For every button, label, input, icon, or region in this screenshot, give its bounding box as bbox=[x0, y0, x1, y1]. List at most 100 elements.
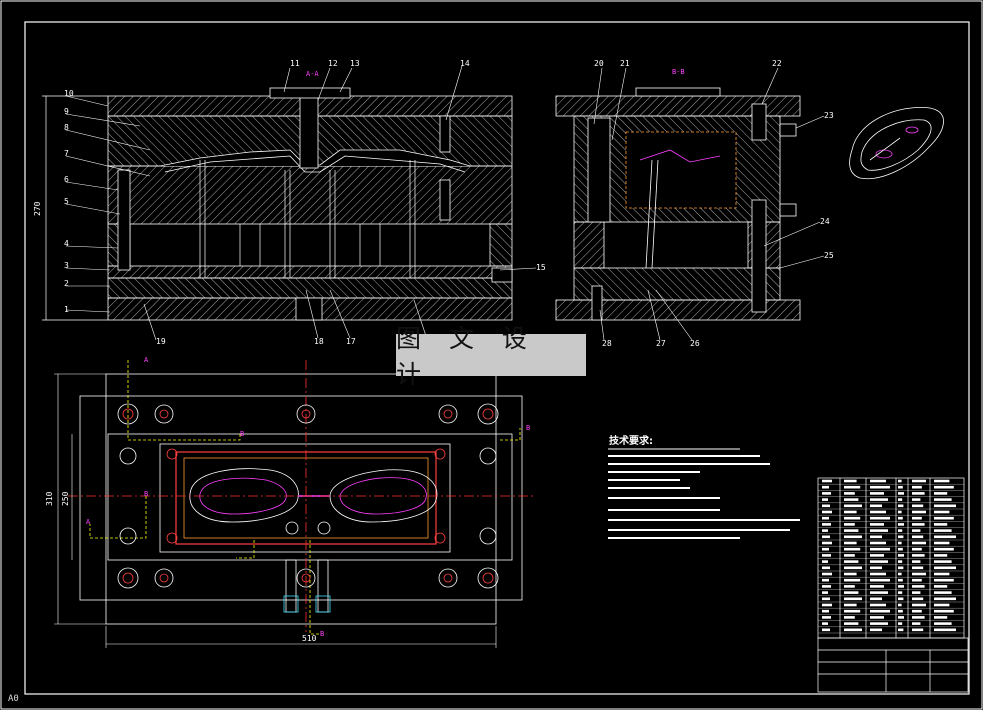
bom-cell-mark bbox=[898, 616, 904, 619]
bom-cell-mark bbox=[934, 498, 952, 501]
part-number-6: 6 bbox=[64, 175, 69, 184]
bom-cell-mark bbox=[844, 585, 855, 588]
bom-cell-mark bbox=[912, 485, 922, 489]
bom-cell-mark bbox=[822, 485, 829, 489]
part-number-10: 10 bbox=[64, 89, 74, 98]
bom-cell-mark bbox=[870, 510, 886, 514]
section-label-aa: A-A bbox=[306, 70, 319, 78]
part-number-23: 23 bbox=[824, 111, 834, 120]
bom-cell-mark bbox=[870, 492, 884, 495]
bom-cell-mark bbox=[912, 492, 925, 495]
bom-cell-mark bbox=[898, 585, 904, 588]
bom-cell-mark bbox=[934, 510, 950, 514]
bom-cell-mark bbox=[844, 578, 861, 582]
bom-cell-mark bbox=[898, 578, 903, 582]
bom-cell-mark bbox=[898, 529, 903, 532]
bom-cell-mark bbox=[870, 554, 884, 557]
part-number-20: 20 bbox=[594, 59, 604, 68]
bom-cell-mark bbox=[822, 516, 829, 520]
bom-cell-mark bbox=[822, 566, 830, 570]
part-number-3: 3 bbox=[64, 261, 69, 270]
watermark: 图 文 设 计 bbox=[396, 324, 586, 389]
title-block bbox=[817, 477, 969, 693]
bom-cell-mark bbox=[912, 572, 926, 576]
part-number-24: 24 bbox=[820, 217, 830, 226]
part-number-26: 26 bbox=[690, 339, 700, 348]
bom-cell-mark bbox=[912, 628, 924, 632]
cut-marker-a-left: A bbox=[86, 518, 91, 526]
bom-cell-mark bbox=[934, 523, 948, 526]
part-number-8: 8 bbox=[64, 123, 69, 132]
plan-inner-height-dimension: 250 bbox=[61, 491, 70, 506]
bom-cell-mark bbox=[844, 616, 855, 619]
bom-cell-mark bbox=[870, 597, 882, 601]
bom-cell-mark bbox=[844, 479, 857, 483]
bom-cell-mark bbox=[870, 622, 888, 625]
bom-cell-mark bbox=[898, 523, 904, 526]
bom-cell-mark bbox=[912, 566, 924, 570]
bom-cell-mark bbox=[822, 492, 831, 495]
bom-cell-mark bbox=[844, 498, 859, 501]
bom-cell-mark bbox=[844, 597, 862, 601]
front-height-dimension-text: 270 bbox=[33, 201, 42, 216]
bom-cell-mark bbox=[934, 603, 950, 607]
bom-cell-mark bbox=[822, 560, 828, 563]
part-number-9: 9 bbox=[64, 107, 69, 116]
bom-cell-mark bbox=[822, 498, 828, 501]
top-part-numbers: 11 12 13 14 bbox=[290, 59, 470, 68]
bom-cell-mark bbox=[822, 622, 828, 625]
bom-cell-mark bbox=[912, 541, 926, 545]
bom-cell-mark bbox=[934, 609, 954, 613]
bom-cell-mark bbox=[870, 585, 884, 588]
bom-cell-mark bbox=[912, 523, 925, 526]
part-number-4: 4 bbox=[64, 239, 69, 248]
bom-cell-mark bbox=[870, 566, 882, 570]
bom-cell-marks bbox=[822, 479, 956, 632]
cut-marker-b-bottom: B bbox=[320, 630, 324, 638]
part-number-12: 12 bbox=[328, 59, 338, 68]
bom-cell-mark bbox=[912, 585, 925, 588]
part-number-1: 1 bbox=[64, 305, 69, 314]
plan-view bbox=[68, 360, 536, 635]
bom-cell-mark bbox=[870, 523, 884, 526]
bom-cell-mark bbox=[912, 597, 924, 601]
right-part-leaders bbox=[593, 67, 825, 341]
bom-cell-mark bbox=[934, 541, 950, 545]
bom-cell-mark bbox=[912, 609, 922, 613]
bom-cell-mark bbox=[870, 529, 888, 532]
bom-cell-mark bbox=[898, 609, 903, 613]
bom-cell-mark bbox=[898, 504, 904, 508]
bom-cell-mark bbox=[934, 492, 948, 495]
bom-cell-mark bbox=[822, 603, 832, 607]
bom-cell-mark bbox=[844, 609, 861, 613]
bom-cell-mark bbox=[870, 591, 888, 594]
bom-cell-mark bbox=[934, 504, 956, 508]
bom-cell-mark bbox=[844, 492, 855, 495]
bom-cell-mark bbox=[822, 541, 832, 545]
cut-marker-a-top: A bbox=[144, 356, 149, 364]
bom-cell-mark bbox=[934, 479, 950, 483]
plan-outer-height-dimension: 310 bbox=[45, 491, 54, 506]
bom-cell-mark bbox=[844, 485, 861, 489]
front-height-dimension bbox=[42, 95, 108, 321]
bom-cell-mark bbox=[934, 628, 956, 632]
bom-cell-mark bbox=[822, 578, 829, 582]
bom-cell-mark bbox=[822, 585, 831, 588]
section-label-bb: B-B bbox=[672, 68, 685, 76]
bom-cell-mark bbox=[870, 535, 882, 539]
bom-cell-mark bbox=[912, 560, 921, 563]
left-part-numbers: 10 9 8 7 6 5 4 3 2 1 bbox=[64, 89, 74, 314]
plan-dimensions bbox=[54, 373, 497, 648]
part-number-22: 22 bbox=[772, 59, 782, 68]
bom-cell-mark bbox=[870, 628, 882, 632]
part-number-11: 11 bbox=[290, 59, 300, 68]
bom-cell-mark bbox=[844, 529, 859, 532]
bom-cell-mark bbox=[844, 547, 861, 551]
part-number-19: 19 bbox=[156, 337, 166, 346]
part-number-2: 2 bbox=[64, 279, 69, 288]
part-number-14: 14 bbox=[460, 59, 470, 68]
bom-cell-mark bbox=[822, 504, 830, 508]
bom-cell-mark bbox=[898, 547, 903, 551]
